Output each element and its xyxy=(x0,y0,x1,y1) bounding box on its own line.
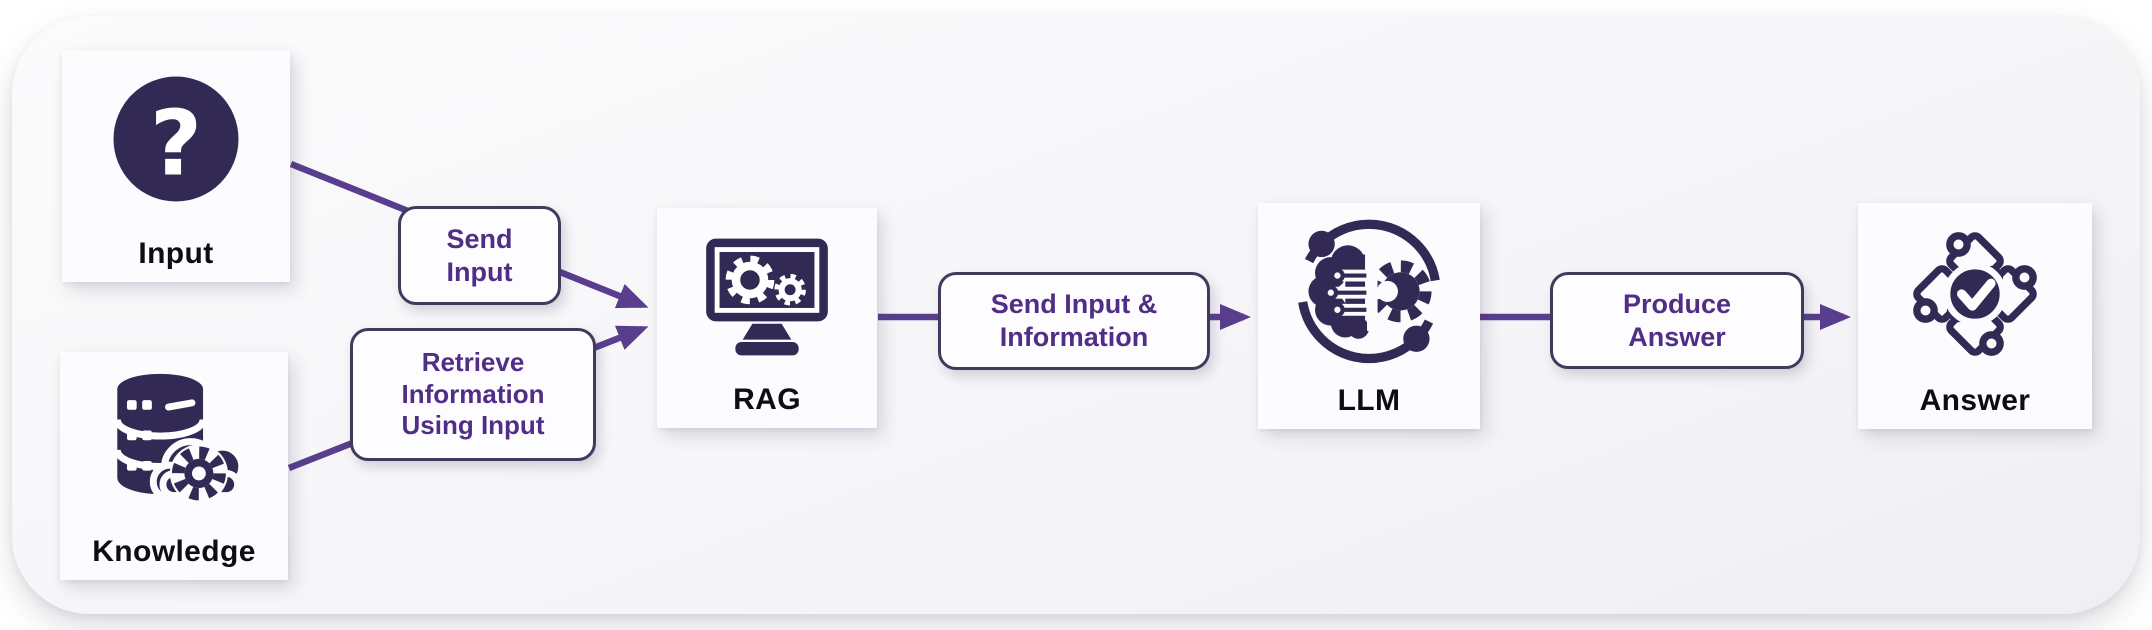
node-answer: Answer xyxy=(1858,203,2092,429)
node-input: ? Input xyxy=(62,50,290,282)
node-label-llm: LLM xyxy=(1337,384,1401,417)
edge-label-line: Information xyxy=(401,378,545,409)
brain-gear-icon xyxy=(1297,219,1441,364)
edge-label-line: Input xyxy=(446,256,513,287)
edge-label-line: Produce xyxy=(1622,288,1732,319)
node-label-answer: Answer xyxy=(1919,384,2031,417)
edge-label-line: Send Input & xyxy=(990,289,1158,320)
edge-label-retrieve-information: Retrieve Information Using Input xyxy=(350,328,596,461)
edge-label-send-input-information: Send Input & Information xyxy=(938,272,1210,370)
edge-label-line: Send xyxy=(446,223,513,254)
question-mark-icon: ? xyxy=(113,76,239,202)
edge-label-line: Using Input xyxy=(401,410,545,441)
edge-label-line: Information xyxy=(999,322,1149,352)
node-label-knowledge: Knowledge xyxy=(92,535,256,568)
node-llm: LLM xyxy=(1258,203,1480,429)
node-rag: RAG xyxy=(657,208,877,428)
node-label-rag: RAG xyxy=(733,383,801,416)
edge-label-produce-answer: Produce Answer xyxy=(1550,272,1804,369)
monitor-gears-icon xyxy=(706,238,828,356)
node-knowledge: Knowledge xyxy=(60,352,288,580)
edge-label-line: Answer xyxy=(1628,321,1726,352)
edge-label-send-input: Send Input xyxy=(398,206,561,305)
svg-text:?: ? xyxy=(150,92,202,197)
node-label-input: Input xyxy=(138,237,214,270)
database-gear-icon xyxy=(113,373,246,503)
edge-label-line: Retrieve xyxy=(421,346,525,377)
puzzle-check-icon xyxy=(1913,232,2037,356)
